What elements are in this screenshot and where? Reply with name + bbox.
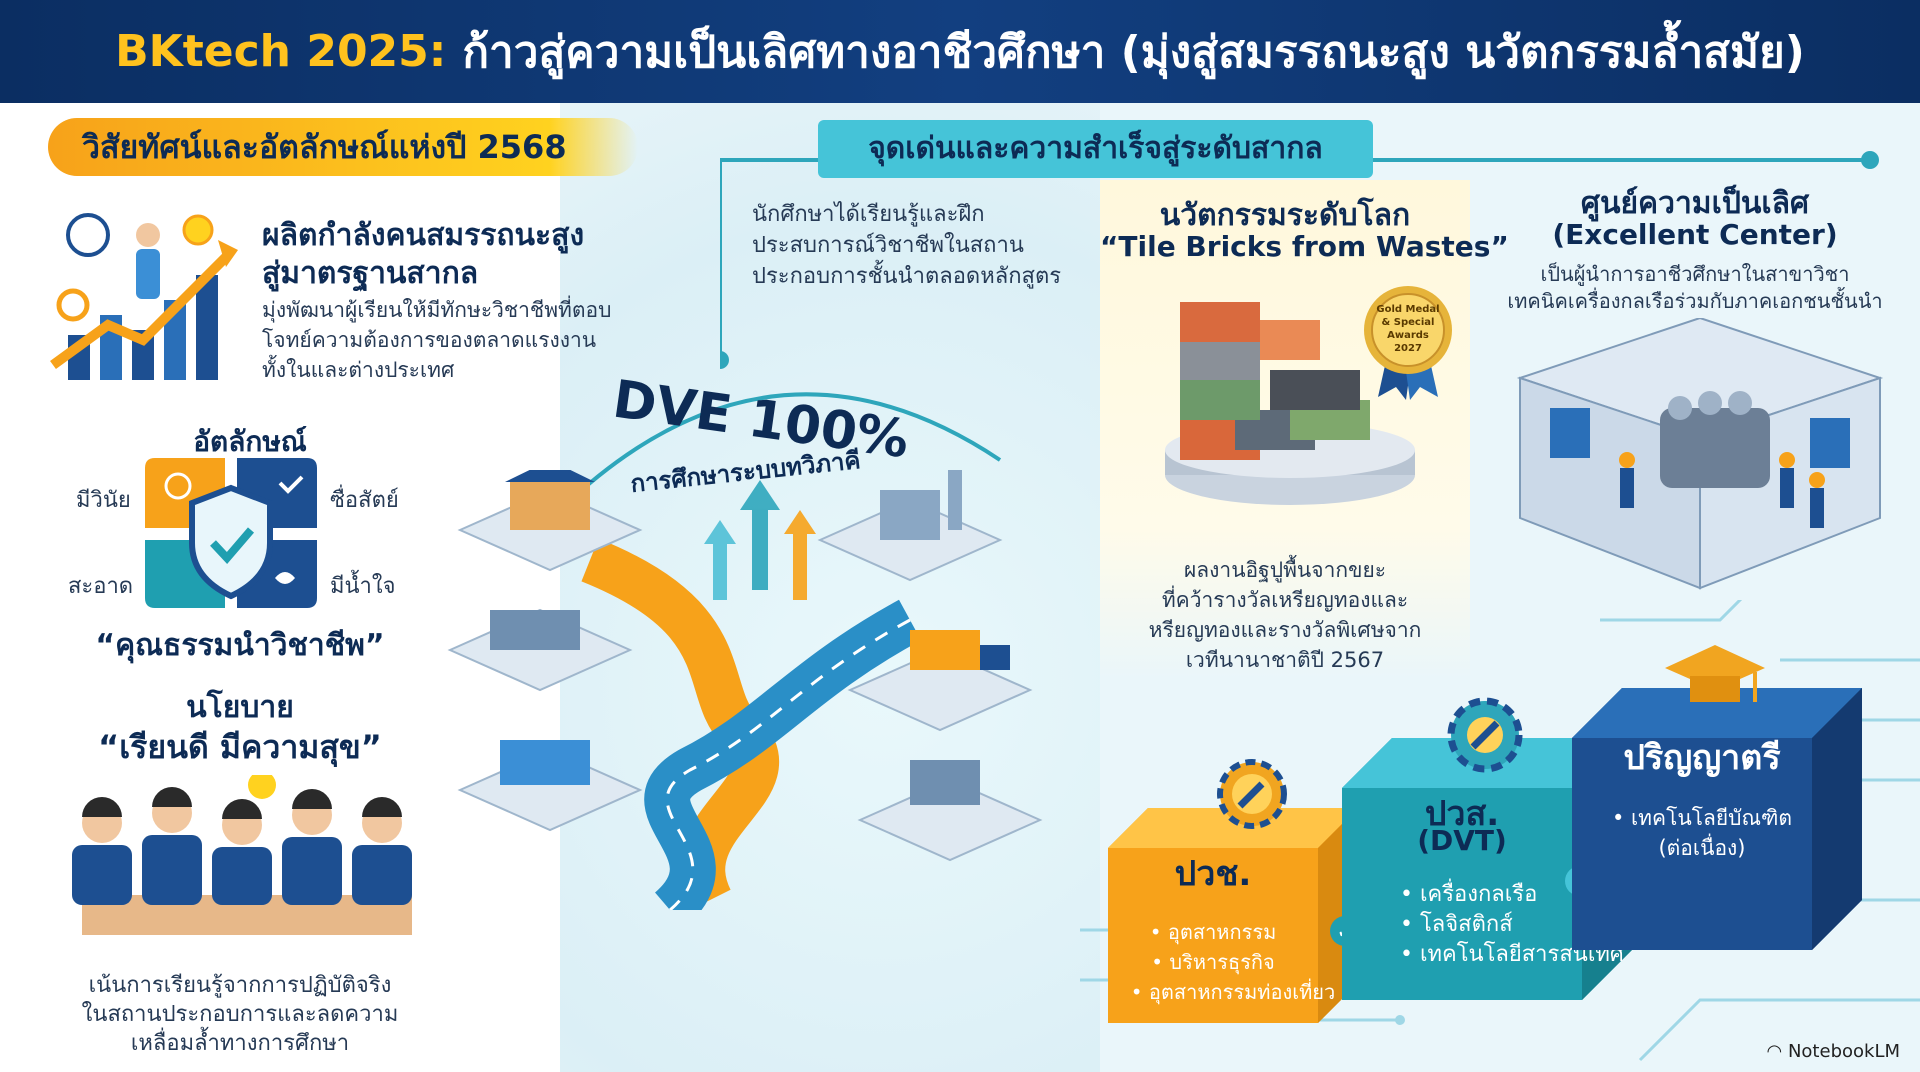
bachelor-box — [1572, 688, 1862, 950]
title-brand: BKtech 2025: — [115, 26, 447, 77]
identity-title: อัตลักษณ์ — [193, 425, 307, 458]
dve-desc-2: ประสบการณ์วิชาชีพในสถาน — [752, 233, 1024, 258]
medal-line-1: Gold Medal — [1376, 304, 1440, 315]
policy-desc-3: เหลื่อมล้ำทางการศึกษา — [130, 1031, 350, 1056]
gold-medal-icon — [1364, 286, 1452, 400]
dve-arc — [538, 392, 1002, 532]
graduation-cap-icon — [1665, 645, 1765, 702]
highlight-banner — [818, 120, 1373, 178]
vision-banner-label: วิสัยทัศน์และอัตลักษณ์แห่งปี 2568 — [82, 128, 567, 166]
dve-desc-3: ประกอบการชั้นนำตลอดหลักสูตร — [752, 264, 1062, 289]
pvs-name: ปวส. — [1424, 794, 1500, 834]
policy-slogan: “เรียนดี มีความสุข” — [98, 728, 382, 766]
trait-generous: มีน้ำใจ — [330, 574, 396, 599]
notebooklm-icon: ◠ — [1766, 1041, 1788, 1062]
wrench-gear-icon — [1217, 759, 1287, 829]
trait-clean: สะอาด — [68, 574, 134, 599]
policy-title: นโยบาย — [186, 690, 294, 725]
pvs-item-1: • เครื่องกลเรือ — [1400, 882, 1538, 907]
bricks-illustration — [1165, 302, 1415, 505]
notebooklm-label: NotebookLM — [1787, 1041, 1900, 1062]
notebooklm-brand: ◠ NotebookLM — [1767, 1041, 1900, 1062]
pvc-item-2: • บริหารธุรกิจ — [1151, 950, 1275, 974]
vision-desc-2: โจทย์ความต้องการของตลาดแรงงาน — [262, 328, 597, 352]
innovation-title-1: นวัตกรรมระดับโลก — [1159, 198, 1411, 233]
dve-desc-1: นักศึกษาได้เรียนรู้และฝึก — [752, 202, 985, 227]
bachelor-name: ปริญญาตรี — [1623, 738, 1781, 778]
excellence-title-2: (Excellent Center) — [1552, 218, 1838, 251]
bachelor-item-2: (ต่อเนื่อง) — [1658, 836, 1746, 860]
engine-lab-illustration — [1516, 318, 1884, 590]
medal-line-2: & Special — [1381, 317, 1435, 328]
vision-desc-1: มุ่งพัฒนาผู้เรียนให้มีทักษะวิชาชีพที่ตอบ — [262, 298, 612, 322]
excellence-desc-1: เป็นผู้นำการอาชีวศึกษาในสาขาวิชา — [1540, 262, 1850, 286]
identity-shield-graphic — [145, 458, 317, 608]
policy-desc-1: เน้นการเรียนรู้จากการปฏิบัติจริง — [88, 973, 392, 998]
pvs-sub: (DVT) — [1417, 824, 1507, 857]
innovation-desc-1: ผลงานอิฐปูพื้นจากขยะ — [1183, 558, 1387, 582]
excellence-desc-2: เทคนิคเครื่องกลเรือร่วมกับภาคเอกชนชั้นนำ — [1507, 289, 1883, 313]
header-bar — [0, 0, 1920, 103]
pvc-name: ปวช. — [1174, 854, 1252, 894]
pvc-item-1: • อุตสาหกรรม — [1149, 920, 1277, 944]
dve-road-illustration — [447, 470, 1043, 910]
vision-desc-3: ทั้งในและต่างประเทศ — [262, 358, 455, 382]
innovation-desc-2: ที่คว้ารางวัลเหรียญทองและ — [1161, 588, 1409, 612]
students-illustration — [72, 775, 412, 935]
page-title: BKtech 2025: ก้าวสู่ความเป็นเลิศทางอาชีว… — [0, 0, 1920, 103]
vision-headline-2: สู่มาตรฐานสากล — [262, 256, 479, 291]
highlight-banner-label: จุดเด่นและความสำเร็จสู่ระดับสากล — [868, 131, 1323, 166]
identity-motto: “คุณธรรมนำวิชาชีพ” — [95, 628, 385, 663]
vision-headline-1: ผลิตกำลังคนสมรรถนะสูง — [262, 218, 585, 253]
medal-line-3: Awards — [1387, 330, 1429, 341]
title-main: ก้าวสู่ความเป็นเลิศทางอาชีวศึกษา (มุ่งสู… — [462, 26, 1805, 78]
pvc-item-3: • อุตสาหกรรมท่องเที่ยว — [1130, 980, 1336, 1004]
connector-lines — [720, 151, 1879, 369]
growth-chart-icon — [50, 213, 238, 380]
innovation-desc-4: เวทีนานาชาติปี 2567 — [1185, 648, 1385, 672]
policy-desc-2: ในสถานประกอบการและลดความ — [81, 1002, 399, 1027]
pvs-item-2: • โลจิสติกส์ — [1400, 912, 1513, 937]
excellence-title-1: ศูนย์ความเป็นเลิศ — [1580, 186, 1810, 221]
innovation-desc-3: หรียญทองและรางวัลพิเศษจาก — [1148, 618, 1422, 642]
trait-honest: ซื่อสัตย์ — [330, 488, 399, 513]
bachelor-item-1: • เทคโนโลยีบัณฑิต — [1611, 806, 1793, 830]
gear-icon — [1447, 697, 1523, 773]
trait-discipline: มีวินัย — [76, 488, 131, 513]
medal-label: Gold Medal & Special Awards 2027 — [1360, 303, 1456, 355]
innovation-title-2: “Tile Bricks from Wastes” — [1100, 230, 1509, 263]
vision-banner — [48, 118, 638, 176]
medal-line-4: 2027 — [1394, 343, 1422, 354]
